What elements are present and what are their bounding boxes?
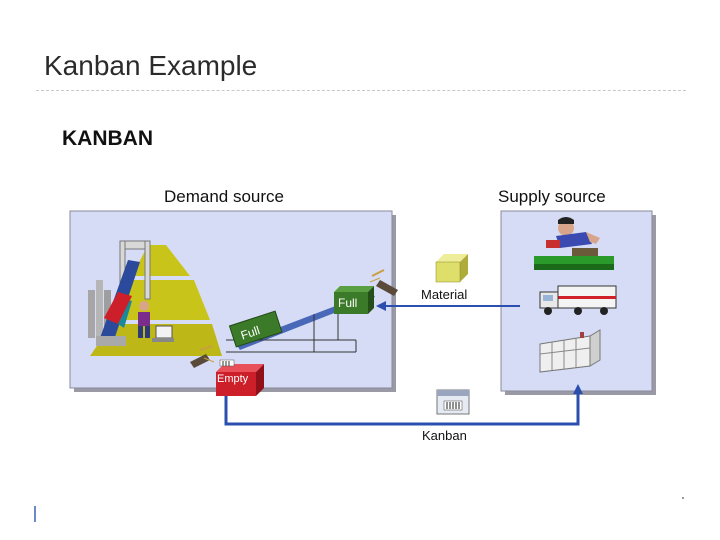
footer-accent-bar [34, 506, 36, 522]
warehouse-racks-icon [539, 329, 601, 373]
diagram-heading: KANBAN [62, 127, 153, 150]
kanban-label: Kanban [422, 428, 467, 443]
kanban-flow-arrow [224, 384, 583, 426]
empty-card: Empty [216, 359, 264, 396]
slide-title: Kanban Example [44, 50, 258, 81]
demand-source-label: Demand source [164, 187, 284, 206]
material-box-icon [435, 254, 468, 283]
full-card-ramp-label: Full [239, 323, 262, 342]
scanner-gun-top-icon [369, 269, 398, 296]
delivery-truck-icon [539, 285, 617, 315]
scanner-gun-bottom-icon [190, 345, 215, 368]
production-line-illustration [88, 240, 222, 356]
material-label: Material [421, 287, 467, 302]
full-card-top-label: Full [338, 296, 357, 310]
title-divider [36, 90, 686, 91]
footer-dot [682, 497, 684, 499]
kanban-card-icon [436, 389, 470, 415]
full-card-ramp: Full [228, 310, 283, 348]
full-card-top: Full [334, 286, 374, 314]
supply-source-label: Supply source [498, 187, 606, 206]
empty-card-label: Empty [217, 373, 249, 385]
supplier-worker-icon [534, 217, 614, 270]
